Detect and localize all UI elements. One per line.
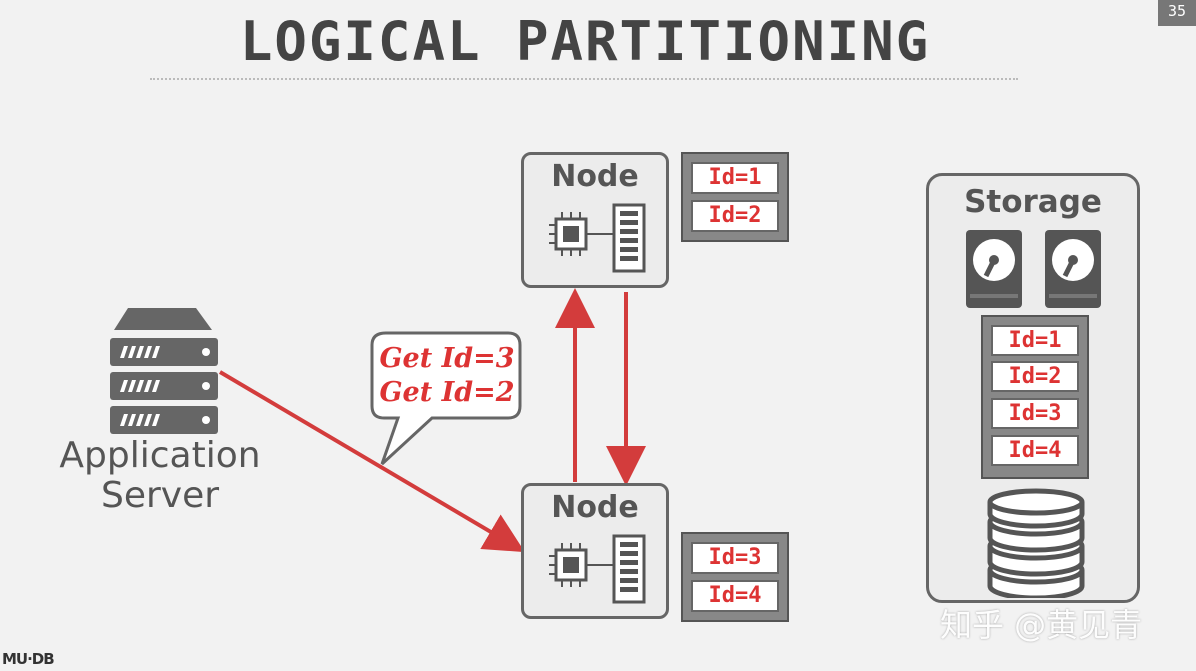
storage-record: Id=2 [991,361,1079,392]
storage-record: Id=1 [991,325,1079,356]
storage-records: Id=1 Id=2 Id=3 Id=4 [981,315,1089,479]
request-bubble-shape [370,331,522,466]
request-arrow [218,370,525,553]
node-label: Node [551,490,639,525]
database-icon [987,488,1085,598]
node-bottom: Node [521,483,669,619]
title-divider [150,78,1018,80]
node-bottom-partitions: Id=3 Id=4 [681,532,789,622]
footer-logo: MU·DB [2,650,55,668]
node-label: Node [551,159,639,194]
request-bubble: Get Id=3 Get Id=2 [372,342,522,410]
app-label-line2: Server [100,475,220,516]
application-server-label: Application Server [40,436,280,516]
hard-drive-icon [1045,230,1101,308]
node-top-partitions: Id=1 Id=2 [681,152,789,242]
watermark: 知乎 @黄见青 [940,606,1143,644]
partition-cell: Id=1 [691,162,779,194]
slide-title: LOGICAL PARTITIONING [239,10,931,73]
storage-record: Id=3 [991,398,1079,429]
storage-record: Id=4 [991,435,1079,466]
cpu-memory-icon [549,203,646,273]
request-line-2: Get Id=2 [379,377,515,408]
server-icon [110,308,218,434]
node-top: Node [521,152,669,288]
app-label-line1: Application [59,435,261,476]
partition-cell: Id=4 [691,580,779,612]
storage-label: Storage [964,184,1102,220]
request-line-1: Get Id=3 [379,343,515,374]
cpu-memory-icon [549,534,646,604]
page-number: 35 [1158,0,1196,26]
partition-cell: Id=3 [691,542,779,574]
storage-panel: Storage Id=1 Id=2 Id=3 Id=4 [926,173,1140,603]
partition-cell: Id=2 [691,200,779,232]
hard-drive-icon [966,230,1022,308]
